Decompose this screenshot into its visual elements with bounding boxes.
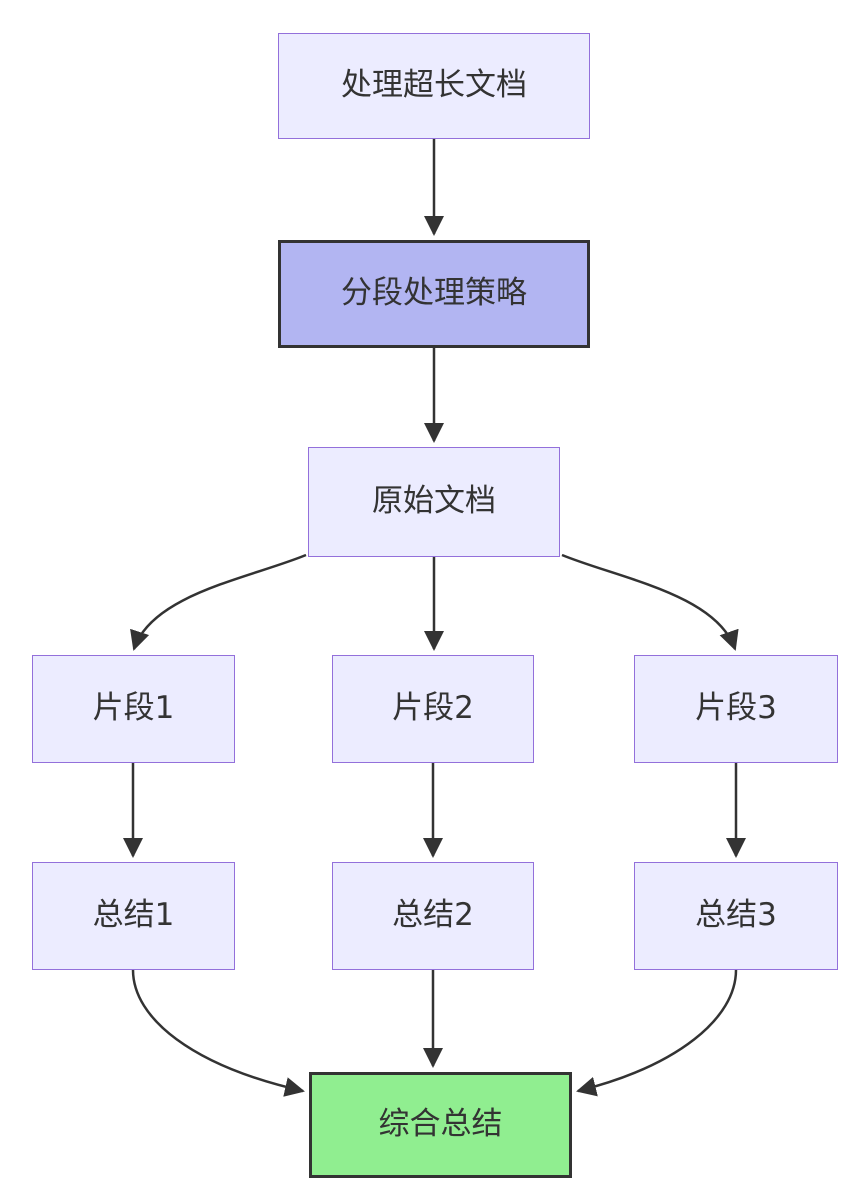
node-label: 综合总结 [378,1106,503,1143]
node-label: 总结2 [392,897,474,934]
node-original-document: 原始文档 [308,447,560,557]
node-segmented-strategy: 分段处理策略 [278,240,590,348]
node-label: 总结1 [92,897,175,934]
node-fragment-3: 片段3 [634,655,838,763]
node-label: 原始文档 [372,483,496,520]
node-label: 片段3 [695,690,777,727]
node-summary-3: 总结3 [634,862,838,970]
node-label: 总结3 [695,897,777,934]
edge-source-frag3 [561,553,739,651]
node-comprehensive-summary: 综合总结 [309,1072,572,1178]
node-label: 片段1 [92,690,175,727]
edge-source-frag1 [130,553,307,651]
edge-sum3-final [576,969,738,1097]
node-process-long-document: 处理超长文档 [278,33,590,139]
node-label: 分段处理策略 [341,275,527,312]
node-fragment-1: 片段1 [32,655,235,763]
node-summary-2: 总结2 [332,862,534,970]
node-label: 片段2 [392,690,474,727]
node-fragment-2: 片段2 [332,655,534,763]
edge-sum1-final [131,969,305,1097]
node-label: 处理超长文档 [341,67,527,104]
node-summary-1: 总结1 [32,862,235,970]
